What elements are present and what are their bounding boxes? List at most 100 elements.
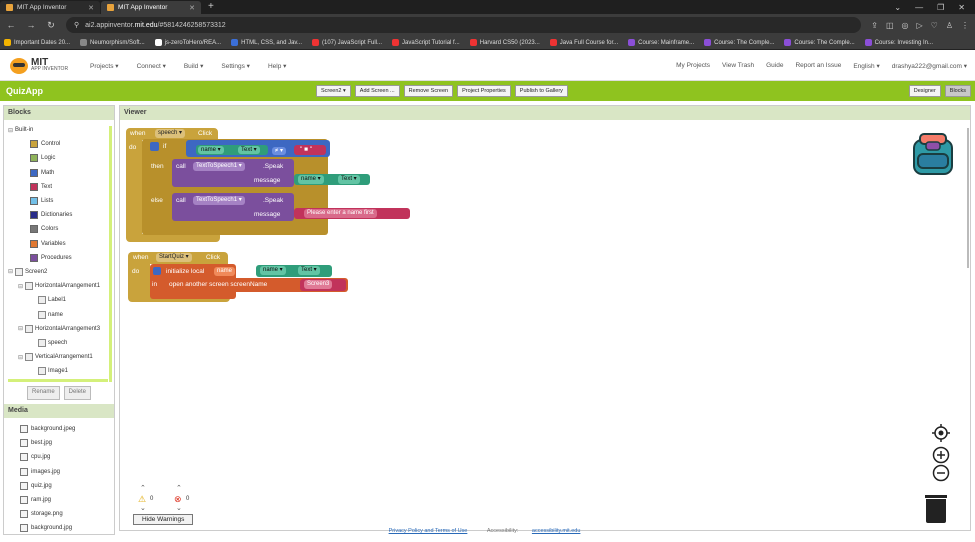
forward-icon[interactable]: →	[26, 20, 36, 30]
rename-button[interactable]: Rename	[26, 386, 60, 400]
new-tab-button[interactable]: +	[208, 1, 214, 12]
bookmark-item[interactable]: Course: Mainframe...	[628, 39, 694, 46]
component-item[interactable]: ⊟HorizontalArrangement1	[18, 282, 101, 291]
builtin-item-procedures[interactable]: Procedures	[4, 251, 114, 265]
media-file-item[interactable]: ram.jpg	[4, 493, 114, 507]
next-warning-arrow-icon[interactable]: ⌄	[140, 505, 146, 512]
component-item[interactable]: name	[4, 307, 114, 321]
hide-warnings-button[interactable]: Hide Warnings	[133, 514, 194, 525]
component-dropdown[interactable]: speech ▾	[155, 129, 186, 138]
zoom-out-icon[interactable]	[932, 464, 950, 482]
tree-builtin[interactable]: ⊟ Built-in	[8, 127, 34, 134]
browser-tab-2[interactable]: MIT App Inventor ✕	[101, 1, 201, 14]
component-dropdown[interactable]: StartQuiz ▾	[156, 253, 192, 262]
screen-select[interactable]: Screen2 ▾	[316, 85, 351, 97]
media-file-item[interactable]: background.jpeg	[4, 422, 114, 436]
back-icon[interactable]: ←	[6, 20, 16, 30]
restore-icon[interactable]: ❐	[937, 3, 945, 12]
play-icon[interactable]: ▷	[916, 20, 923, 30]
collapse-icon[interactable]: ⊟	[18, 354, 24, 361]
app-inventor-logo[interactable]: MIT APP INVENTOR	[0, 57, 70, 74]
view-trash-link[interactable]: View Trash	[722, 61, 755, 69]
bookmark-item[interactable]: (107) JavaScript Full...	[312, 39, 382, 46]
close-tab-icon[interactable]: ✕	[88, 4, 94, 12]
bookmark-item[interactable]: Course: The Comple...	[784, 39, 855, 46]
prev-warning-arrow-icon[interactable]: ⌃	[140, 485, 146, 492]
component-item[interactable]: ⊟HorizontalArrangement3	[18, 324, 101, 333]
builtin-item-control[interactable]: Control	[4, 137, 114, 151]
browser-tab-1[interactable]: MIT App Inventor ✕	[0, 1, 100, 14]
minimize-icon[interactable]: —	[915, 3, 924, 12]
component-item[interactable]: ⊟VerticalArrangement1	[18, 353, 93, 362]
profile-icon[interactable]: ♙	[945, 20, 953, 30]
tree-scrollbar[interactable]	[109, 126, 112, 382]
extension-icon[interactable]: ◎	[901, 20, 909, 30]
trash-icon[interactable]	[925, 495, 947, 523]
report-issue-link[interactable]: Report an Issue	[795, 61, 842, 69]
builtin-item-dictionaries[interactable]: Dictionaries	[4, 208, 114, 222]
media-file-item[interactable]: quiz.jpg	[4, 479, 114, 493]
bookmark-item[interactable]: JavaScript Tutorial f...	[392, 39, 460, 46]
builtin-item-variables[interactable]: Variables	[4, 237, 114, 251]
tree-hscrollbar[interactable]	[8, 379, 108, 382]
component-item[interactable]: Label1	[4, 293, 114, 307]
search-tabs-icon[interactable]: ⌄	[894, 3, 902, 12]
bookmark-item[interactable]: Java Full Course for...	[549, 39, 618, 46]
my-projects-link[interactable]: My Projects	[676, 61, 711, 69]
blocks-button[interactable]: Blocks	[944, 85, 971, 97]
media-file-item[interactable]: cpu.jpg	[4, 450, 114, 464]
bookmark-item[interactable]: HTML, CSS, and Jav...	[231, 39, 302, 46]
bookmark-star-icon[interactable]: ♡	[930, 20, 938, 30]
screenshot-icon[interactable]: ◫	[885, 20, 894, 30]
bookmark-item[interactable]: Course: Investing In...	[864, 39, 933, 46]
guide-link[interactable]: Guide	[766, 61, 784, 69]
url-field[interactable]: ⚲ ai2.appinventor.mit.edu/#5814246258573…	[66, 17, 862, 33]
menu-projects[interactable]: Projects ▾	[90, 62, 119, 70]
collapse-icon[interactable]: ⊟	[18, 283, 24, 290]
next-error-arrow-icon[interactable]: ⌄	[176, 505, 182, 512]
project-properties-button[interactable]: Project Properties	[457, 85, 511, 97]
language-select[interactable]: English ▾	[853, 62, 880, 70]
delete-button[interactable]: Delete	[63, 386, 92, 400]
media-file-item[interactable]: images.jpg	[4, 465, 114, 479]
close-window-icon[interactable]: ✕	[958, 3, 965, 12]
media-file-item[interactable]: background.jpg	[4, 521, 114, 535]
media-file-item[interactable]: best.jpg	[4, 436, 114, 450]
builtin-item-text[interactable]: Text	[4, 180, 114, 194]
builtin-item-colors[interactable]: Colors	[4, 222, 114, 236]
prev-error-arrow-icon[interactable]: ⌃	[176, 485, 182, 492]
zoom-in-icon[interactable]	[932, 446, 950, 464]
component-item[interactable]: Image1	[4, 364, 114, 378]
close-tab-icon[interactable]: ✕	[189, 4, 195, 12]
collapse-icon[interactable]: ⊟	[8, 127, 14, 134]
backpack-icon[interactable]	[908, 130, 958, 180]
tree-screen[interactable]: ⊟ Screen2	[8, 267, 48, 276]
menu-help[interactable]: Help ▾	[267, 62, 287, 70]
remove-screen-button[interactable]: Remove Screen	[403, 85, 454, 97]
more-menu-icon[interactable]: ⋮	[961, 20, 969, 30]
bookmark-item[interactable]: Important Dates 20...	[4, 39, 70, 46]
site-info-icon[interactable]: ⚲	[74, 22, 80, 29]
collapse-icon[interactable]: ⊟	[8, 269, 14, 276]
bookmark-item[interactable]: Neumorphism/Soft...	[80, 39, 145, 46]
collapse-icon[interactable]: ⊟	[18, 326, 24, 333]
accessibility-link[interactable]: accessibility.mit.edu	[531, 528, 581, 534]
bookmark-item[interactable]: Course: The Comple...	[704, 39, 774, 46]
privacy-link[interactable]: Privacy Policy and Terms of Use	[388, 528, 468, 534]
menu-settings[interactable]: Settings ▾	[221, 62, 250, 70]
publish-gallery-button[interactable]: Publish to Gallery	[514, 85, 568, 97]
workspace-scrollbar[interactable]	[967, 128, 969, 268]
builtin-item-math[interactable]: Math	[4, 166, 114, 180]
reload-icon[interactable]: ↻	[47, 19, 55, 30]
mutator-gear-icon[interactable]	[153, 267, 161, 275]
builtin-item-logic[interactable]: Logic	[4, 151, 114, 165]
account-menu[interactable]: drashya222@gmail.com ▾	[891, 62, 967, 70]
mutator-gear-icon[interactable]	[150, 142, 159, 151]
add-screen-button[interactable]: Add Screen ...	[354, 85, 400, 97]
component-item[interactable]: speech	[4, 336, 114, 350]
bookmark-item[interactable]: js-zeroToHero/REA...	[154, 39, 221, 46]
operator-dropdown[interactable]: ≠ ▾	[272, 147, 286, 155]
media-file-item[interactable]: storage.png	[4, 507, 114, 521]
bookmark-item[interactable]: Harvard CS50 (2023...	[469, 39, 540, 46]
designer-button[interactable]: Designer	[908, 85, 941, 97]
